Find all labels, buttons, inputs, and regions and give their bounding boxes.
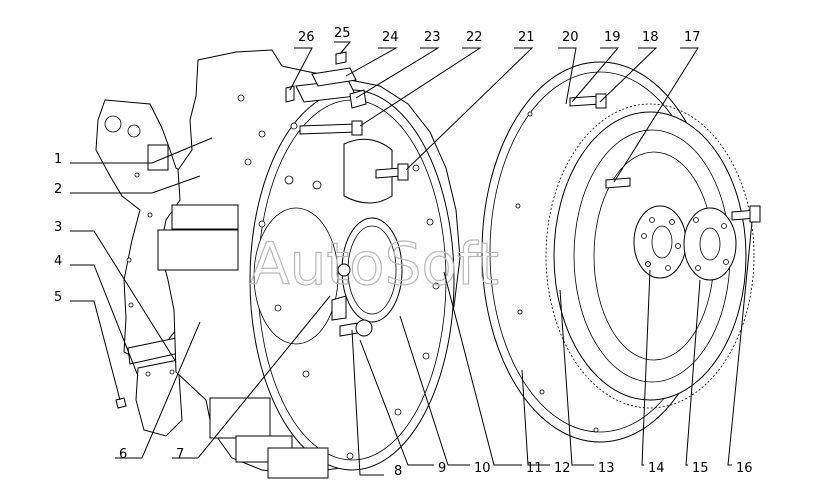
callout-17: 17 (684, 30, 701, 45)
callout-2: 2 (54, 182, 62, 197)
callout-24: 24 (382, 30, 399, 45)
callout-6: 6 (119, 447, 127, 462)
callout-19: 19 (604, 30, 621, 45)
watermark: AutoSoft (250, 230, 499, 298)
callout-21: 21 (518, 30, 535, 45)
callout-20: 20 (562, 30, 579, 45)
callout-13: 13 (598, 461, 615, 476)
callout-9: 9 (438, 461, 446, 476)
callout-25: 25 (334, 26, 351, 41)
callout-12: 12 (554, 461, 571, 476)
small-bolt (115, 397, 127, 409)
callout-15: 15 (692, 461, 709, 476)
callout-23: 23 (424, 30, 441, 45)
callout-8: 8 (394, 464, 402, 479)
flywheel-housing (157, 49, 461, 479)
callout-22: 22 (466, 30, 483, 45)
callout-labels: 1 2 3 4 5 6 7 8 9 10 11 12 13 14 15 16 1… (54, 26, 753, 479)
callout-14: 14 (648, 461, 665, 476)
callout-10: 10 (474, 461, 491, 476)
gasket (95, 99, 213, 365)
cover-plate (135, 359, 183, 437)
flywheel-hub (569, 93, 761, 281)
callout-16: 16 (736, 461, 753, 476)
callout-26: 26 (298, 30, 315, 45)
housing-bolts (285, 51, 409, 337)
callout-1: 1 (54, 152, 62, 167)
callout-11: 11 (526, 461, 543, 476)
callout-7: 7 (176, 447, 184, 462)
callout-4: 4 (54, 254, 62, 269)
callout-18: 18 (642, 30, 659, 45)
leader-lines (70, 41, 753, 476)
callout-3: 3 (54, 220, 62, 235)
callout-5: 5 (54, 290, 62, 305)
